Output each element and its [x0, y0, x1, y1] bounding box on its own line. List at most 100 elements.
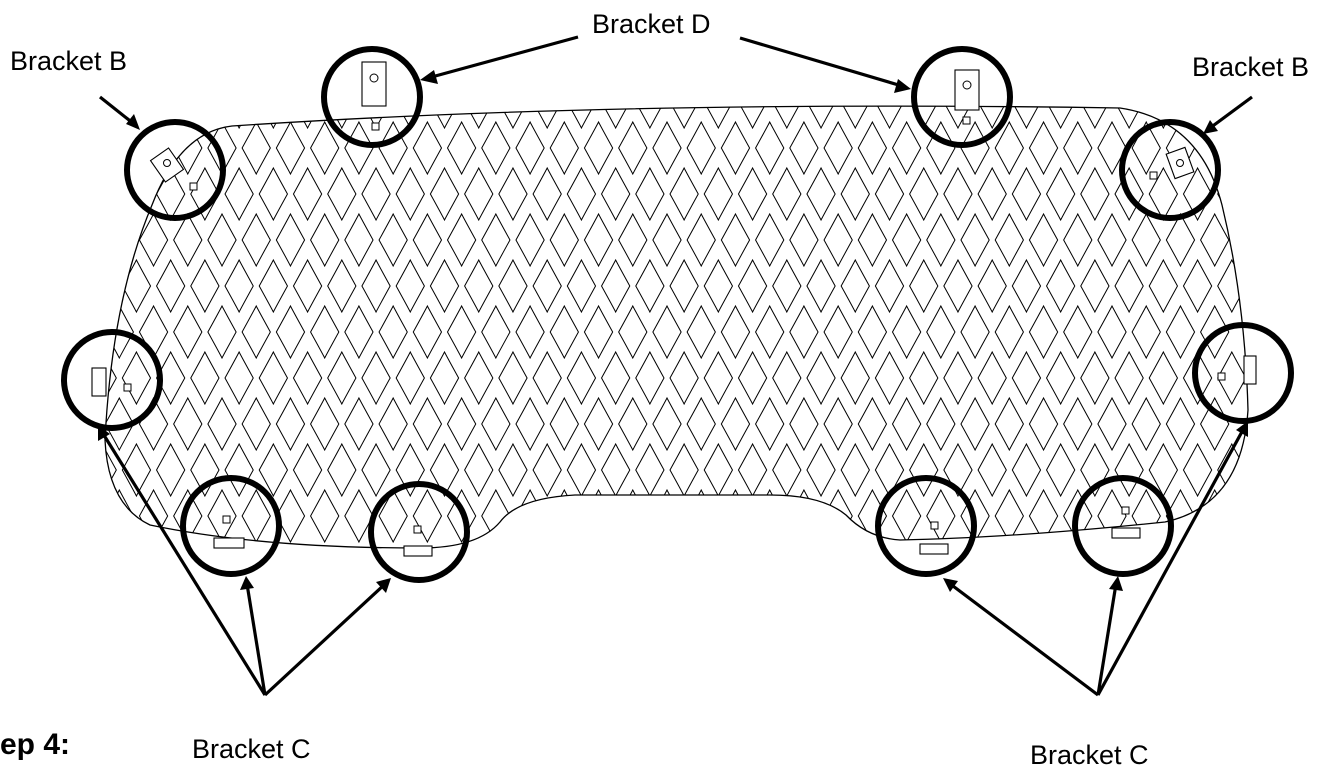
mesh-cell — [532, 258, 562, 314]
mesh-cell — [755, 396, 785, 452]
mesh-cell — [224, 106, 254, 130]
mesh-cell — [703, 258, 734, 314]
mesh-cell — [618, 488, 648, 544]
ring-bracket-c-left-upper — [61, 329, 163, 431]
mesh-cell — [1217, 258, 1247, 314]
mesh-cell — [926, 396, 956, 452]
mesh-cell — [703, 106, 734, 130]
mesh-cell — [498, 106, 528, 130]
mesh-cell — [618, 212, 648, 268]
mesh-cell — [361, 442, 391, 498]
mesh-cell — [1148, 258, 1179, 314]
mesh-cell — [515, 120, 545, 176]
mesh-cell — [977, 442, 1007, 498]
mesh-cell — [241, 212, 271, 268]
mesh-cell — [105, 396, 134, 452]
mesh-cell — [549, 212, 579, 268]
label-bracket-d: Bracket D — [592, 9, 711, 39]
mesh-cell — [652, 304, 682, 360]
mesh-cell — [1165, 304, 1196, 360]
mesh-cell — [857, 304, 888, 360]
mesh-cell — [1011, 106, 1042, 130]
diamond-mesh — [105, 106, 1247, 544]
mesh-cell — [1200, 396, 1230, 452]
bracket-d-right — [954, 69, 980, 125]
mesh-cell — [549, 488, 579, 544]
mesh-cell — [1097, 304, 1127, 360]
mesh-cell — [823, 304, 853, 360]
mesh-cell — [635, 442, 665, 498]
mesh-cell — [532, 106, 562, 130]
mesh-cell — [361, 258, 391, 314]
bracket-b-right — [1149, 146, 1195, 180]
mesh-cell — [292, 166, 323, 222]
mesh-cell — [207, 212, 237, 268]
mesh-cell — [173, 212, 203, 268]
mesh-cell — [686, 396, 716, 452]
mesh-cell — [549, 120, 579, 176]
mesh-cell — [464, 258, 494, 314]
mesh-cell — [635, 258, 665, 314]
mesh-cell — [532, 350, 562, 406]
mesh-cell — [669, 442, 699, 498]
mesh-cell — [258, 258, 289, 314]
mesh-cell — [686, 488, 716, 544]
mesh-cell — [755, 304, 785, 360]
mesh-cell — [1097, 396, 1127, 452]
mesh-cell — [1028, 212, 1059, 268]
mesh-cell — [943, 350, 973, 406]
ring-bracket-b-right — [1119, 119, 1221, 221]
mesh-cell — [498, 258, 528, 314]
mesh-cell — [275, 488, 306, 544]
mesh-cell — [600, 350, 631, 406]
mesh-cell — [566, 166, 597, 222]
mesh-cell — [292, 106, 323, 130]
callout-arrows — [98, 35, 1253, 697]
mesh-cell — [310, 304, 340, 360]
mesh-cell — [1080, 258, 1110, 314]
mesh-cell — [1080, 442, 1110, 498]
mesh-cell — [891, 120, 922, 176]
mesh-cell — [857, 396, 888, 452]
mesh-cell — [446, 212, 477, 268]
mesh-cell — [1045, 258, 1076, 314]
mesh-cell — [1011, 258, 1042, 314]
mesh-cell — [737, 258, 768, 314]
mesh-cell — [1080, 106, 1110, 130]
mesh-cell — [960, 396, 990, 452]
mesh-cell — [909, 258, 939, 314]
mesh-cell — [224, 442, 254, 498]
mesh-cell — [823, 396, 853, 452]
mesh-cell — [583, 212, 614, 268]
mesh-cell — [652, 488, 682, 544]
mesh-cell — [241, 120, 271, 176]
mesh-cell — [737, 106, 768, 130]
ring-bracket-c-bottom-3 — [875, 475, 977, 577]
mesh-cell — [1028, 396, 1059, 452]
mesh-cell — [1011, 350, 1042, 406]
mesh-cell — [310, 396, 340, 452]
mesh-cell — [720, 488, 751, 544]
mesh-cell — [943, 442, 973, 498]
mesh-cell — [600, 166, 631, 222]
mesh-cell — [789, 120, 819, 176]
ring-bracket-d-left — [321, 46, 423, 148]
mesh-cell — [772, 106, 802, 130]
mesh-cell — [515, 212, 545, 268]
mesh-cell — [498, 166, 528, 222]
mesh-cell — [515, 304, 545, 360]
mesh-cell — [138, 304, 169, 360]
mesh-cell — [1148, 350, 1179, 406]
mesh-cell — [412, 304, 443, 360]
label-bracket-c-right: Bracket C — [1030, 740, 1149, 770]
mesh-cell — [429, 442, 460, 498]
mesh-cell — [275, 120, 306, 176]
mesh-cell — [344, 212, 374, 268]
mesh-cell — [977, 166, 1007, 222]
mesh-cell — [909, 166, 939, 222]
mesh-cell — [755, 120, 785, 176]
mesh-cell — [190, 350, 220, 406]
mesh-cell — [378, 212, 408, 268]
mesh-cell — [121, 442, 152, 498]
mesh-cell — [1182, 350, 1213, 406]
